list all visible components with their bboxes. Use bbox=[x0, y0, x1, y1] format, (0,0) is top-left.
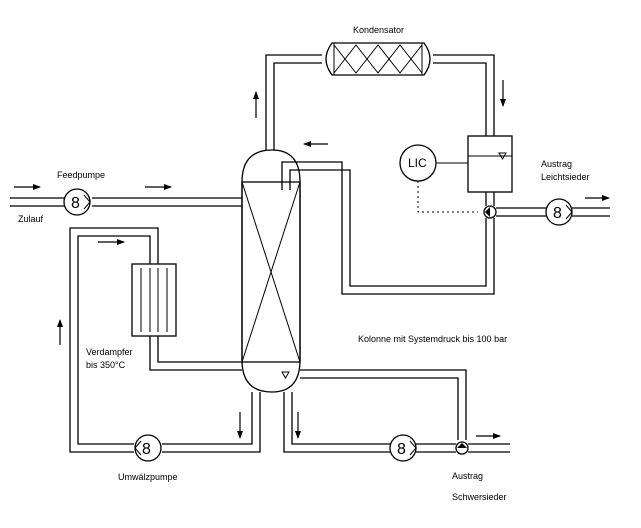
lic-label: LIC bbox=[408, 156, 427, 170]
distillate-valve bbox=[483, 205, 497, 219]
column-label: Kolonne mit Systemdruck bis 100 bar bbox=[358, 334, 507, 344]
reflux-return-pipe bbox=[281, 161, 495, 295]
heavy-boiler-pipe bbox=[283, 369, 510, 453]
austrag-leichtsieder-label-2: Leichtsieder bbox=[541, 172, 590, 182]
svg-text:8: 8 bbox=[553, 205, 562, 222]
light-boiler-outlet-pipe bbox=[496, 207, 610, 217]
heavy-boiler-valve bbox=[455, 441, 469, 455]
light-boiler-pump: 8 bbox=[545, 198, 573, 226]
austrag-schwersieder-label-2: Schwersieder bbox=[452, 492, 507, 502]
heavy-boiler-pump: 8 bbox=[389, 434, 417, 462]
austrag-leichtsieder-label-1: Austrag bbox=[541, 159, 572, 169]
svg-text:8: 8 bbox=[142, 441, 151, 458]
verdampfer-label-2: bis 350°C bbox=[86, 360, 126, 370]
condenser-label: Kondensator bbox=[353, 25, 404, 35]
svg-text:8: 8 bbox=[71, 195, 80, 212]
feed-pump-label: Feedpumpe bbox=[57, 170, 105, 180]
evaporator bbox=[131, 263, 177, 337]
condenser bbox=[325, 42, 431, 76]
feed-pipe bbox=[10, 197, 242, 207]
lic-controller bbox=[399, 144, 478, 213]
circulation-pump: 8 bbox=[134, 434, 162, 462]
umwaelzpumpe-label: Umwälzpumpe bbox=[118, 472, 178, 482]
reboiler-loop-pipe bbox=[69, 227, 261, 453]
austrag-schwersieder-label-1: Austrag bbox=[452, 471, 483, 481]
flow-arrows bbox=[14, 80, 610, 439]
zulauf-label: Zulauf bbox=[18, 214, 44, 224]
feed-pump: 8 bbox=[63, 188, 91, 216]
distillation-column bbox=[241, 149, 301, 393]
condenser-loop-pipe bbox=[265, 54, 495, 150]
verdampfer-label-1: Verdampfer bbox=[86, 347, 133, 357]
svg-text:8: 8 bbox=[397, 441, 406, 458]
reflux-separator bbox=[467, 135, 513, 206]
